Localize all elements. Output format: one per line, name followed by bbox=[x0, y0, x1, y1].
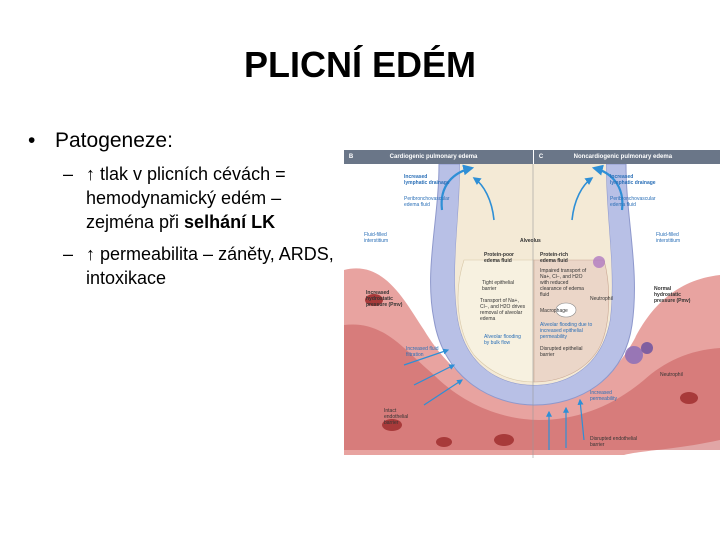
bullet-list: • Patogeneze: – ↑ tlak v plicních cévách… bbox=[28, 128, 358, 290]
panel-c-title: Noncardiogenic pulmonary edema bbox=[574, 154, 672, 160]
label-inc-lymph-right: Increased lymphatic drainage bbox=[610, 174, 656, 186]
label-protein-poor: Protein-poor edema fluid bbox=[484, 252, 524, 264]
slide-title: PLICNÍ EDÉM bbox=[0, 44, 720, 86]
dash: – bbox=[63, 242, 86, 290]
panel-c-header: C Noncardiogenic pulmonary edema bbox=[534, 150, 720, 164]
panel-b-letter: B bbox=[344, 150, 358, 164]
label-tight-epi: Tight epithelial barrier bbox=[482, 280, 522, 292]
label-fluid-int-left: Fluid-filled interstitium bbox=[364, 232, 408, 244]
label-alv-flood-bulk: Alveolar flooding by bulk flow bbox=[484, 334, 524, 346]
label-disrupted-endo: Disrupted endothelial barrier bbox=[590, 436, 644, 448]
label-macrophage: Macrophage bbox=[540, 308, 574, 314]
label-alv-flood-perm: Alveolar flooding due to increased epith… bbox=[540, 322, 596, 340]
sub-bullet-2: – ↑ permeabilita – záněty, ARDS, intoxik… bbox=[63, 242, 358, 290]
bullet-item: • Patogeneze: bbox=[28, 128, 358, 154]
label-protein-rich: Protein-rich edema fluid bbox=[540, 252, 580, 264]
panel-b-header: B Cardiogenic pulmonary edema bbox=[344, 150, 533, 164]
label-disrupted-epi: Disrupted epithelial barrier bbox=[540, 346, 590, 358]
label-neutrophil-2: Neutrophil bbox=[660, 372, 694, 378]
sub-bullet-1: – ↑ tlak v plicních cévách = hemodynamic… bbox=[63, 162, 358, 234]
label-neutrophil-1: Neutrophil bbox=[590, 296, 624, 302]
label-transport-left: Transport of Na+, Cl−, and H2O drives re… bbox=[480, 298, 526, 322]
label-inc-lymph-left: Increased lymphatic drainage bbox=[404, 174, 450, 186]
label-peribronch-right: Peribronchovascular edema fluid bbox=[610, 196, 660, 208]
sub-bullet-2-text: ↑ permeabilita – záněty, ARDS, intoxikac… bbox=[86, 242, 336, 290]
panel-c-letter: C bbox=[534, 150, 548, 164]
label-inc-filtration: Increased fluid filtration bbox=[406, 346, 442, 358]
label-normal-hydro: Normal hydrostatic pressure (Pmv) bbox=[654, 286, 698, 304]
label-impaired: Impaired transport of Na+, Cl−, and H2O … bbox=[540, 268, 590, 298]
label-alveolus: Alveolus bbox=[520, 238, 548, 244]
label-peribronch-left: Peribronchovascular edema fluid bbox=[404, 196, 454, 208]
sub-bullet-1-text: ↑ tlak v plicních cévách = hemodynamický… bbox=[86, 162, 336, 234]
pulmonary-edema-figure: B Cardiogenic pulmonary edema C Noncardi… bbox=[344, 150, 720, 458]
label-fluid-int-right: Fluid-filled interstitium bbox=[656, 232, 700, 244]
dash: – bbox=[63, 162, 86, 234]
sub-bullet-1-text-bold: selhání LK bbox=[184, 212, 275, 232]
label-inc-hydro: Increased hydrostatic pressure (Pmv) bbox=[366, 290, 408, 308]
bullet-dot: • bbox=[28, 128, 55, 154]
bullet-text: Patogeneze: bbox=[55, 128, 173, 154]
label-inc-perm: Increased permeability bbox=[590, 390, 630, 402]
label-intact-endo: Intact endothelial barrier bbox=[384, 408, 416, 426]
panel-b-title: Cardiogenic pulmonary edema bbox=[390, 154, 478, 160]
